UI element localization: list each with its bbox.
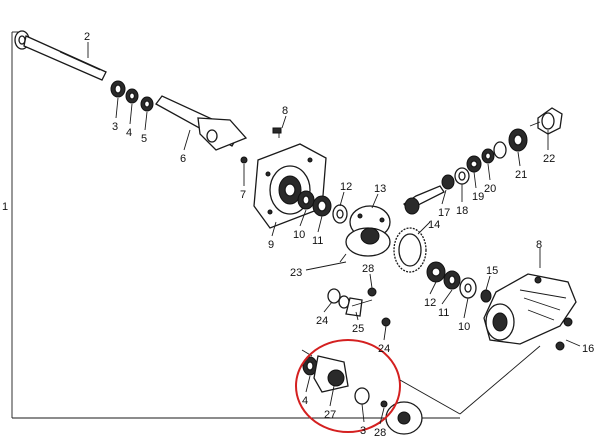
axle-housing-right [483,273,577,351]
callout-label: 17 [438,207,450,219]
callout-label: 21 [515,169,527,181]
axle-shaft [14,30,107,81]
callout-label: 10 [458,321,470,333]
callout-label: 9 [268,239,274,251]
callout-label: 28 [362,263,374,275]
callout-label: 2 [84,31,90,43]
connector-lines [399,345,541,415]
callout-label: 4 [126,127,132,139]
bearing-set-left [110,80,154,112]
callout-label: 25 [352,323,364,335]
callout-label: 5 [141,133,147,145]
callout-label: 18 [456,205,468,217]
callout-labels: 2 3 4 5 6 7 8 9 10 11 12 13 14 17 18 19 … [84,31,594,439]
axle-tube [155,95,248,164]
callout-label: 20 [484,183,496,195]
callout-label: 3 [112,121,118,133]
callout-label: 16 [582,343,594,355]
callout-label: 7 [240,189,246,201]
callout-label: 15 [486,265,498,277]
cross-pin [305,253,347,271]
callout-label: 8 [536,239,542,251]
bearing-set-center [297,190,348,224]
pinion-subassembly [301,349,423,435]
callout-label: 12 [340,181,352,193]
callout-label: 4 [302,395,308,407]
callout-label: 3 [360,425,366,437]
leader-lines [87,42,581,425]
side-gears [327,287,391,327]
callout-label: 19 [472,191,484,203]
callout-label: 13 [374,183,386,195]
callout-label: 24 [378,343,390,355]
carrier-housing [253,143,327,229]
callout-label: 11 [312,235,323,247]
companion-flange [529,107,563,135]
bolt-top [272,127,282,138]
ring-gear [393,227,427,273]
callout-label: 14 [428,219,440,231]
callout-label: 28 [374,427,386,439]
assembly-label: 1 [2,201,8,213]
callout-label: 8 [282,105,288,117]
callout-label: 10 [293,229,305,241]
differential-case [345,205,391,257]
callout-label: 11 [438,307,449,319]
callout-label: 6 [180,153,186,165]
callout-label: 23 [290,267,302,279]
callout-label: 24 [316,315,328,327]
bearing-set-right [426,261,492,303]
highlight-circle [295,339,401,433]
callout-label: 22 [543,153,555,165]
pinion-assembly [403,128,528,215]
callout-label: 27 [324,409,336,421]
callout-label: 12 [424,297,436,309]
